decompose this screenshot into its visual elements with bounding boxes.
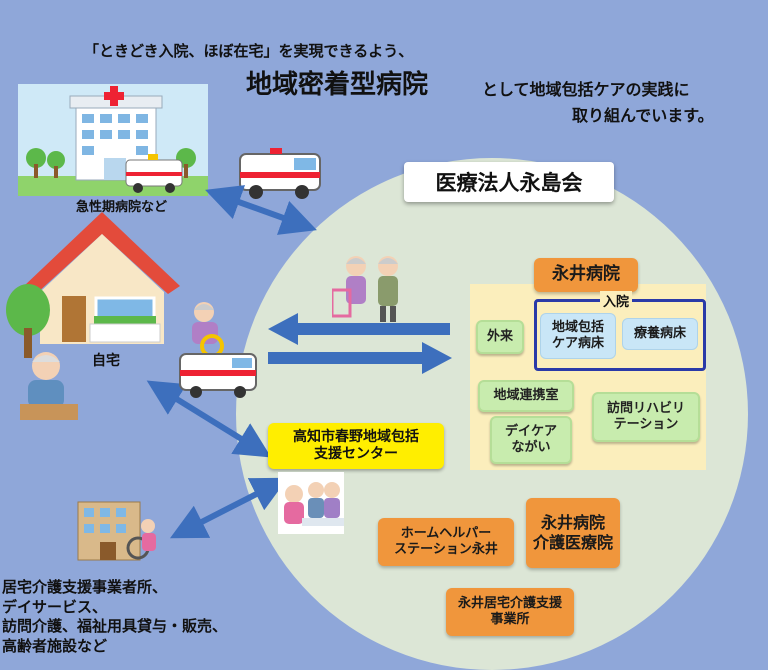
services-line-4: 高齢者施設など — [2, 636, 108, 655]
care-support-line-2: 事業所 — [490, 612, 530, 627]
elderly-person-icon — [20, 352, 78, 420]
admission-label: 入院 — [600, 291, 633, 310]
header-big: 地域密着型病院 — [246, 70, 429, 100]
acute-hospital-label: 急性期病院など — [76, 200, 168, 215]
care-support-office: 永井居宅介護支援 事業所 — [446, 588, 574, 636]
liaison-office: 地域連携室 — [478, 380, 574, 412]
care-facility-illustration — [77, 501, 156, 561]
wheelchair-ambulance-icon — [179, 302, 257, 398]
elderly-couple-icon — [332, 256, 398, 322]
care-medical-hospital: 永井病院 介護医療院 — [526, 498, 620, 568]
services-line-1: 居宅介護支援事業者所、 — [2, 578, 168, 596]
home-rehab-line-1: 訪問リハビリ — [606, 400, 685, 416]
services-line-2: デイサービス、 — [2, 597, 108, 616]
acute-hospital-illustration — [18, 84, 208, 196]
care-hospital-line-2: 介護医療院 — [532, 533, 613, 552]
community-care-ward-line-2: ケア病床 — [551, 336, 604, 351]
home-illustration — [24, 212, 180, 344]
community-center-line-2: 支援センター — [314, 446, 398, 462]
daycare-line-1: デイケア — [504, 423, 557, 439]
org-title: 医療法人永島会 — [404, 162, 614, 202]
home-rehab-line-2: テーション — [613, 417, 679, 432]
care-support-line-1: 永井居宅介護支援 — [457, 595, 562, 611]
home-label: 自宅 — [92, 353, 120, 369]
recuperation-ward: 療養病床 — [622, 318, 698, 350]
care-hospital-line-1: 永井病院 — [540, 513, 605, 532]
services-line-3: 訪問介護、福祉用具貸与・販売、 — [2, 617, 228, 635]
header-line1: 「ときどき入院、ほぼ在宅」を実現できるよう、 — [84, 42, 414, 60]
community-care-ward-line-1: 地域包括 — [551, 319, 604, 335]
home-helper-line-2: ステーション永井 — [394, 542, 498, 557]
tree-icon — [6, 284, 50, 358]
home-rehab-station: 訪問リハビリ テーション — [592, 392, 700, 442]
home-helper-station: ホームヘルパー ステーション永井 — [378, 518, 514, 566]
header-line2: として地域包括ケアの実践に — [482, 80, 690, 99]
hospital-name: 永井病院 — [534, 258, 638, 292]
community-care-ward: 地域包括 ケア病床 — [540, 313, 616, 359]
daycare-nagai: デイケア ながい — [490, 416, 572, 464]
community-center-line-1: 高知市春野地域包括 — [293, 428, 419, 445]
outpatient: 外来 — [476, 320, 524, 354]
community-support-center: 高知市春野地域包括 支援センター — [268, 423, 444, 469]
daycare-line-2: ながい — [511, 440, 551, 455]
header-line3: 取り組んでいます。 — [572, 106, 714, 125]
services-label: 居宅介護支援事業者所、 デイサービス、 訪問介護、福祉用具貸与・販売、 高齢者施… — [2, 578, 227, 656]
consultation-illustration — [278, 472, 344, 534]
home-helper-line-1: ホームヘルパー — [400, 525, 492, 541]
